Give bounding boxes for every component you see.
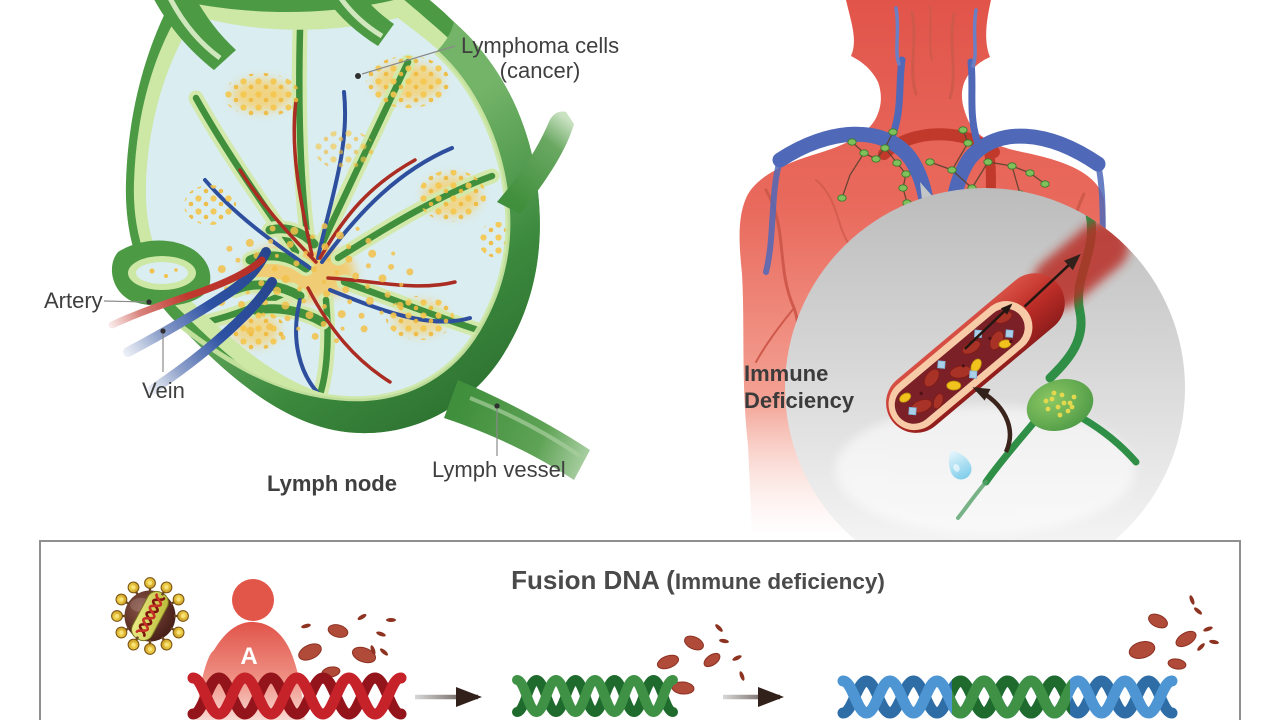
lymph-vessel-inset (956, 209, 1140, 520)
lymphoma-cell-clusters (184, 56, 512, 350)
virus-rna-helix (135, 593, 166, 637)
label-immune-line2: Deficiency (744, 388, 855, 413)
node-capsule-inner-edge (176, 50, 511, 402)
hilum-pouch (111, 240, 211, 306)
lymph-node-inset-cells (1043, 390, 1077, 418)
figure-letter: A (240, 643, 257, 670)
lymph-node-inset (1026, 379, 1094, 431)
panel-title: Fusion DNA (Immune deficiency) (511, 565, 885, 595)
panel-title-sub: Immune deficiency) (675, 569, 885, 594)
blood-cell-cluster-1 (298, 613, 396, 678)
label-lymphoma-cancer: (cancer) (500, 58, 581, 83)
label-artery: Artery (44, 288, 103, 313)
afferent-lymph-vessels (154, 0, 394, 70)
side-lymph-vessel (497, 111, 574, 214)
vein-vessel-2 (147, 277, 277, 395)
droplet-icon (948, 450, 972, 480)
node-interior-detail (178, 22, 512, 399)
virus-icon (111, 577, 189, 655)
dna-green-icon (512, 674, 678, 718)
label-vein: Vein (142, 378, 185, 403)
label-lymph-vessel: Lymph vessel (432, 457, 566, 482)
lymph-node-figure: Lymphoma cells (cancer) Artery Vein Lymp… (44, 0, 619, 496)
blood-cell-cluster-2 (656, 624, 745, 695)
panel-title-main: Fusion DNA ( (511, 565, 675, 595)
leader-lines (103, 45, 498, 456)
efferent-lymph-vessel (444, 380, 590, 480)
blood-vessel-inset (886, 220, 1129, 433)
label-immune-line1: Immune (744, 361, 828, 386)
dna-red-icon (187, 672, 407, 720)
dna-fusion-green-segment (952, 675, 1070, 719)
vessel-highlight (469, 396, 582, 458)
blood-cell-cluster-3 (1128, 595, 1219, 670)
flow-arrows (963, 253, 1081, 350)
label-lymphoma-cells: Lymphoma cells (461, 33, 619, 58)
magnifier-inset: Immune Deficiency (744, 182, 1185, 588)
node-blood-vessels (203, 90, 472, 397)
label-lymph-node: Lymph node (267, 471, 397, 496)
artery-vessel (108, 256, 266, 329)
infected-person-figure: A (196, 579, 305, 720)
magnifier-contents (835, 209, 1140, 534)
pointer-dots (146, 73, 500, 409)
jugular-vein-right (967, 58, 982, 148)
virus-spikes (111, 577, 189, 655)
fusion-dna-panel: Fusion DNA (Immune deficiency) A (39, 540, 1241, 720)
leak-arrow (972, 386, 1013, 453)
hilum-vessels (108, 247, 277, 395)
